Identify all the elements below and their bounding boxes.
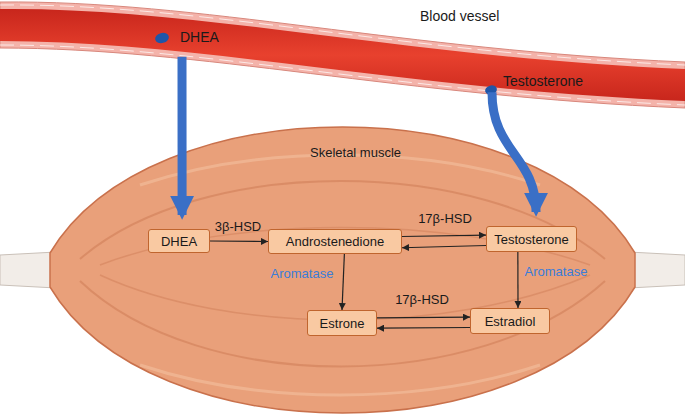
steroid-box: DHEA <box>148 229 210 253</box>
blood-vessel-shape <box>0 0 685 118</box>
reaction-arrow <box>377 317 470 319</box>
reaction-arrow <box>402 235 486 236</box>
hormone-label: Testosterone <box>503 73 583 89</box>
transport-arrow <box>492 92 536 212</box>
steroid-name: Estrone <box>320 316 365 331</box>
hormone-label: DHEA <box>180 29 219 45</box>
enzyme-label: 17β-HSD <box>395 292 449 307</box>
steroid-name: Estradiol <box>485 314 536 329</box>
muscle-label: Skeletal muscle <box>310 145 401 160</box>
enzyme-label: Aromatase <box>525 264 588 279</box>
transport-arrow <box>178 57 187 215</box>
reaction-arrow <box>210 240 268 242</box>
vessel-label: Blood vessel <box>420 8 499 24</box>
reaction-arrow <box>517 252 518 308</box>
steroid-box: Androstenedione <box>268 229 402 254</box>
reaction-arrow <box>342 254 344 310</box>
reaction-arrow <box>402 246 486 248</box>
reaction-arrow <box>377 327 470 329</box>
enzyme-label: 17β-HSD <box>418 211 472 226</box>
steroid-name: Testosterone <box>494 232 568 247</box>
steroid-box: Estradiol <box>470 308 550 334</box>
steroid-box: Testosterone <box>486 226 577 252</box>
steroid-name: Androstenedione <box>286 234 384 249</box>
enzyme-label: Aromatase <box>271 266 334 281</box>
steroid-name: DHEA <box>161 234 197 249</box>
blood-vessel: Blood vesselDHEA Testosterone <box>0 0 685 118</box>
steroid-box: Estrone <box>307 310 377 336</box>
enzyme-label: 3β-HSD <box>215 219 261 234</box>
